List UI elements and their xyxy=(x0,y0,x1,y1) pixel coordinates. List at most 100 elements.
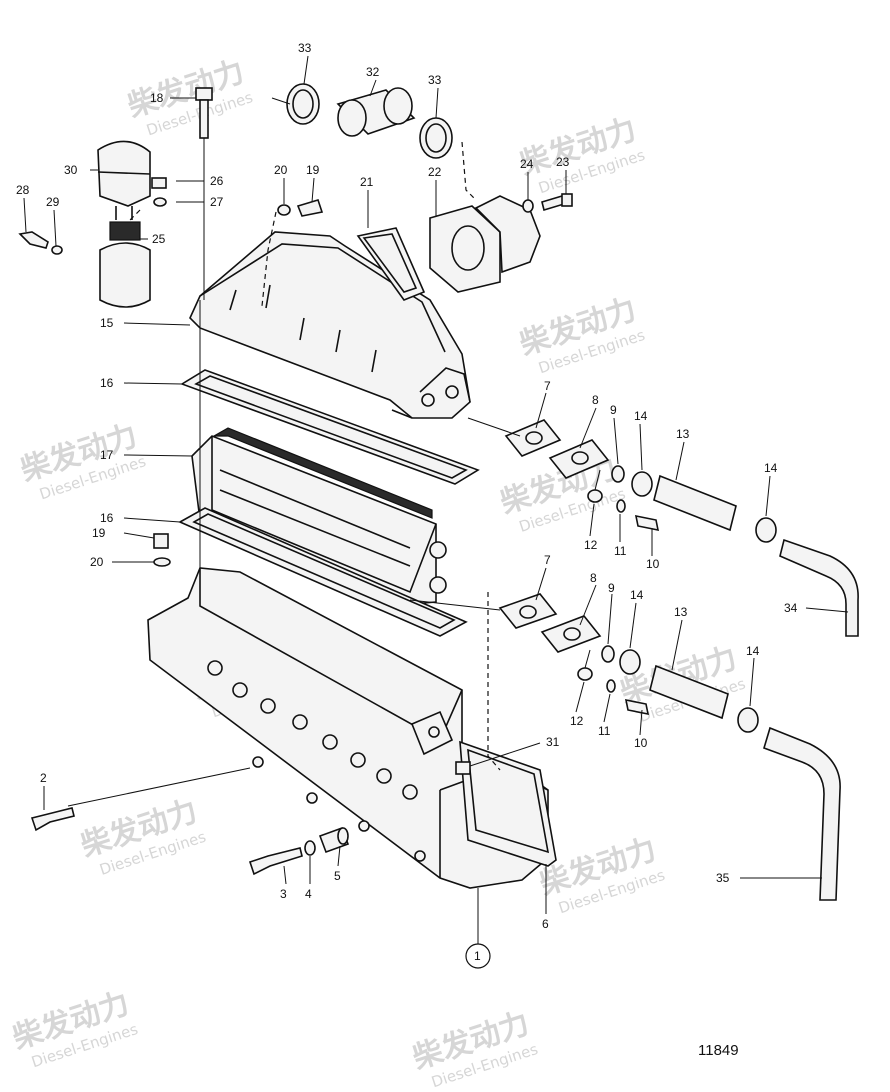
part-20-washer-upper xyxy=(277,204,291,216)
part-16-lower-gasket xyxy=(178,507,468,637)
part-3-bolt xyxy=(248,847,303,876)
callout-labels: 1 2 3 4 5 6 7 7 8 8 9 9 10 10 11 11 12 1… xyxy=(16,41,798,969)
part-34-pipe xyxy=(779,538,859,637)
callout-23: 23 xyxy=(556,155,570,169)
callout-16-lower: 16 xyxy=(100,511,114,525)
part-15-upper-cover xyxy=(189,231,471,419)
callout-21: 21 xyxy=(360,175,374,189)
callout-20-lower: 20 xyxy=(90,555,104,569)
callout-3: 3 xyxy=(280,887,287,901)
callout-26: 26 xyxy=(210,174,224,188)
callout-19-upper: 19 xyxy=(306,163,320,177)
part-33-clamp-left xyxy=(286,83,320,125)
part-2-bolt xyxy=(30,807,75,832)
part-32-hose xyxy=(336,87,416,137)
part-1-lower-housing xyxy=(147,567,549,889)
callout-35: 35 xyxy=(716,871,730,885)
callout-33-right: 33 xyxy=(428,73,442,87)
part-27-washer xyxy=(153,197,167,207)
callout-11-lower: 11 xyxy=(598,724,611,738)
callout-24: 24 xyxy=(520,157,534,171)
part-11-washer-upper xyxy=(616,499,626,513)
callout-25: 25 xyxy=(152,232,166,246)
part-29-washer xyxy=(51,245,63,255)
part-8-flange-upper xyxy=(548,439,610,479)
part-33-clamp-right xyxy=(419,117,453,159)
callout-2: 2 xyxy=(40,771,47,785)
part-13-hose-upper xyxy=(653,474,737,532)
callout-14-lower-a: 14 xyxy=(630,588,644,602)
callout-6: 6 xyxy=(542,917,549,931)
callout-12-upper: 12 xyxy=(584,538,598,552)
part-5-spacer xyxy=(318,826,350,854)
callout-27: 27 xyxy=(210,195,224,209)
callout-28: 28 xyxy=(16,183,30,197)
callout-31: 31 xyxy=(546,735,560,749)
callout-1: 1 xyxy=(474,949,481,963)
part-35-pipe xyxy=(763,726,841,901)
part-10-bolt-upper xyxy=(634,514,660,532)
part-8-flange-lower xyxy=(540,615,602,653)
callout-34: 34 xyxy=(784,601,798,615)
callout-33-left: 33 xyxy=(298,41,312,55)
callout-15: 15 xyxy=(100,316,114,330)
callout-8-lower: 8 xyxy=(590,571,597,585)
part-9-ring-upper xyxy=(611,465,625,483)
callout-10-upper: 10 xyxy=(646,557,660,571)
part-12-washer-lower xyxy=(577,667,593,681)
callout-14-upper-a: 14 xyxy=(634,409,648,423)
part-23-bolt xyxy=(541,193,573,212)
callout-12-lower: 12 xyxy=(570,714,584,728)
callout-13-upper: 13 xyxy=(676,427,690,441)
callout-32: 32 xyxy=(366,65,380,79)
part-25-sensor xyxy=(99,206,151,308)
figure-number: 11849 xyxy=(698,1042,739,1059)
part-28-bolt xyxy=(18,231,49,249)
part-16-upper-gasket xyxy=(180,369,480,485)
callout-14-upper-b: 14 xyxy=(764,461,778,475)
part-26-nut xyxy=(151,177,167,189)
callout-circle xyxy=(465,943,491,969)
part-12-washer-upper xyxy=(587,489,603,503)
part-9-ring-lower xyxy=(601,645,615,663)
part-14-clamp-upper-a xyxy=(631,471,653,497)
alignment-lines xyxy=(129,138,601,771)
callout-9-lower: 9 xyxy=(608,581,615,595)
part-11-washer-lower xyxy=(606,679,616,693)
callout-18: 18 xyxy=(150,91,164,105)
callout-8-upper: 8 xyxy=(592,393,599,407)
part-6-side-gasket xyxy=(459,740,557,867)
part-14-clamp-lower-b xyxy=(737,707,759,733)
part-22-elbow xyxy=(429,195,541,293)
part-21-gasket xyxy=(356,227,426,301)
callout-16-upper: 16 xyxy=(100,376,114,390)
part-20-washer-lower xyxy=(153,557,171,567)
callout-14-lower-b: 14 xyxy=(746,644,760,658)
callout-13-lower: 13 xyxy=(674,605,688,619)
part-19-bolt-lower xyxy=(153,533,169,549)
callout-29: 29 xyxy=(46,195,60,209)
callout-30: 30 xyxy=(64,163,78,177)
callout-20-upper: 20 xyxy=(274,163,288,177)
part-7-flange-lower xyxy=(498,593,558,629)
callout-5: 5 xyxy=(334,869,341,883)
part-14-clamp-lower-a xyxy=(619,649,641,675)
part-7-flange-upper xyxy=(504,419,562,457)
callout-9-upper: 9 xyxy=(610,403,617,417)
callout-11-upper: 11 xyxy=(614,544,627,558)
part-24-washer xyxy=(522,199,534,213)
part-18-bolt xyxy=(195,87,213,139)
part-30-cap xyxy=(97,140,151,207)
part-19-bolt-upper xyxy=(296,199,324,217)
callout-17: 17 xyxy=(100,448,114,462)
callout-7-upper: 7 xyxy=(544,379,551,393)
part-10-bolt-lower xyxy=(624,698,650,716)
callout-22: 22 xyxy=(428,165,442,179)
part-4-washer xyxy=(304,840,316,856)
part-13-hose-lower xyxy=(649,664,729,720)
callout-7-lower: 7 xyxy=(544,553,551,567)
part-14-clamp-upper-b xyxy=(755,517,777,543)
callout-19-lower: 19 xyxy=(92,526,106,540)
callout-leaders xyxy=(23,55,849,944)
